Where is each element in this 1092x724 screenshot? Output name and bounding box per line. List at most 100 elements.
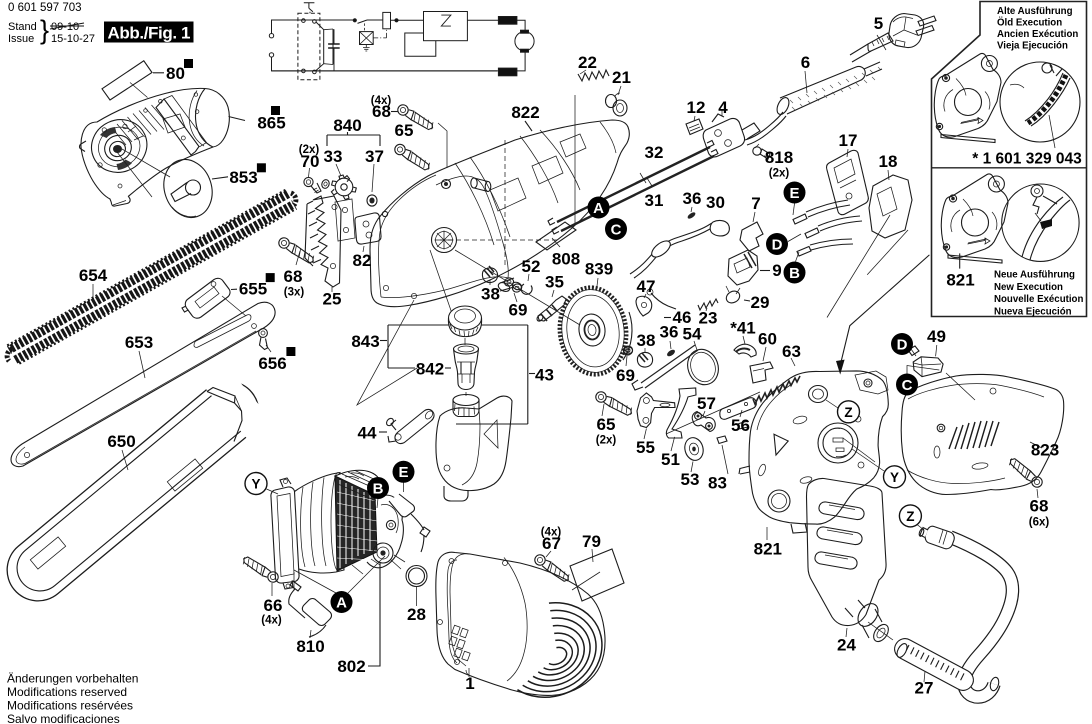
svg-text:(4x): (4x)	[541, 527, 562, 539]
svg-text:18: 18	[879, 152, 898, 171]
svg-text:67: 67	[542, 534, 561, 553]
svg-text:Issue: Issue	[8, 33, 34, 45]
svg-text:49: 49	[927, 327, 946, 346]
svg-text:A: A	[336, 594, 347, 611]
svg-text:17: 17	[839, 131, 858, 150]
svg-text:68: 68	[1030, 497, 1049, 516]
svg-text:656: 656	[258, 354, 286, 373]
svg-text:63: 63	[782, 342, 801, 361]
svg-text:12: 12	[687, 98, 706, 117]
svg-text:46: 46	[673, 308, 692, 327]
svg-text:(3x): (3x)	[284, 287, 305, 299]
svg-text:21: 21	[612, 68, 631, 87]
svg-text:23: 23	[699, 309, 718, 328]
svg-text:Alte Ausführung: Alte Ausführung	[997, 6, 1073, 17]
svg-text:(6x): (6x)	[1029, 517, 1050, 529]
svg-text:70: 70	[301, 152, 320, 171]
svg-text:52: 52	[522, 257, 541, 276]
svg-text:79: 79	[582, 532, 601, 551]
svg-text:Neue Ausführung: Neue Ausführung	[994, 270, 1075, 281]
svg-text:New Execution: New Execution	[994, 282, 1063, 293]
svg-text:B: B	[373, 480, 384, 497]
svg-text:57: 57	[697, 394, 716, 413]
svg-text:65: 65	[395, 121, 414, 140]
svg-text:55: 55	[636, 438, 655, 457]
svg-text:Ancien Exécution: Ancien Exécution	[997, 29, 1078, 40]
svg-text:35: 35	[545, 273, 564, 292]
svg-text:09-10: 09-10	[51, 21, 79, 33]
svg-text:1: 1	[465, 674, 474, 693]
svg-text:65: 65	[597, 415, 616, 434]
svg-text:4: 4	[718, 98, 728, 117]
svg-text:842: 842	[416, 360, 444, 379]
svg-text:22: 22	[578, 53, 597, 72]
svg-text:27: 27	[915, 679, 934, 698]
svg-text:15-10-27: 15-10-27	[51, 33, 95, 45]
svg-text:C: C	[611, 221, 622, 238]
svg-text:840: 840	[333, 116, 361, 135]
svg-text:E: E	[789, 185, 799, 202]
svg-text:(4x): (4x)	[371, 95, 392, 107]
svg-text:82: 82	[353, 251, 372, 270]
svg-text:43: 43	[535, 366, 554, 385]
svg-text:44: 44	[358, 424, 377, 443]
svg-text:32: 32	[645, 143, 664, 162]
svg-text:25: 25	[323, 290, 342, 309]
svg-text:821: 821	[946, 271, 974, 290]
svg-text:Abb./Fig. 1: Abb./Fig. 1	[108, 23, 190, 42]
svg-text:839: 839	[585, 260, 613, 279]
svg-text:53: 53	[681, 470, 700, 489]
svg-text:69: 69	[509, 301, 528, 320]
svg-text:823: 823	[1031, 441, 1059, 460]
svg-text:51: 51	[661, 450, 680, 469]
svg-text:60: 60	[758, 330, 777, 349]
svg-text:83: 83	[708, 474, 727, 493]
svg-text:Y: Y	[251, 477, 260, 492]
svg-text:655: 655	[239, 280, 267, 299]
svg-text:68: 68	[372, 102, 391, 121]
svg-text:Y: Y	[890, 470, 899, 485]
svg-text:Vieja Ejecución: Vieja Ejecución	[997, 41, 1068, 52]
svg-text:69: 69	[616, 366, 635, 385]
svg-text:818: 818	[765, 148, 793, 167]
svg-text:36: 36	[683, 189, 702, 208]
svg-text:Nouvelle Exécution: Nouvelle Exécution	[994, 294, 1083, 305]
svg-text:853: 853	[229, 168, 257, 187]
svg-text:A: A	[593, 200, 604, 217]
svg-text:31: 31	[645, 191, 664, 210]
svg-text:33: 33	[324, 147, 343, 166]
svg-text:(4x): (4x)	[261, 615, 282, 627]
svg-text:37: 37	[365, 147, 384, 166]
svg-text:D: D	[897, 336, 908, 353]
svg-text:E: E	[398, 464, 408, 481]
svg-text:821: 821	[754, 540, 782, 559]
svg-text:654: 654	[79, 266, 108, 285]
svg-text:653: 653	[125, 333, 153, 352]
svg-text:29: 29	[751, 293, 770, 312]
svg-text:Modifications resérvées: Modifications resérvées	[7, 699, 133, 713]
svg-text:38: 38	[637, 331, 656, 350]
svg-text:6: 6	[801, 53, 810, 72]
svg-text:C: C	[902, 377, 913, 394]
svg-text:66: 66	[264, 596, 283, 615]
svg-text:843: 843	[351, 332, 379, 351]
svg-text:Nueva Ejecución: Nueva Ejecución	[994, 306, 1072, 317]
svg-text:810: 810	[296, 637, 324, 656]
svg-text:Salvo modificaciones: Salvo modificaciones	[7, 712, 120, 724]
svg-text:24: 24	[837, 636, 856, 655]
svg-text:865: 865	[257, 114, 285, 133]
svg-text:Z: Z	[844, 405, 852, 420]
svg-text:7: 7	[751, 194, 760, 213]
svg-text:D: D	[772, 236, 783, 253]
svg-text:28: 28	[407, 605, 426, 624]
svg-text:0 601 597 703: 0 601 597 703	[8, 2, 82, 14]
svg-text:(2x): (2x)	[596, 435, 617, 447]
svg-text:* 1 601 329 043: * 1 601 329 043	[972, 151, 1082, 168]
svg-text:B: B	[789, 265, 800, 282]
svg-text:5: 5	[874, 14, 883, 33]
svg-text:68: 68	[284, 267, 303, 286]
svg-text:}: }	[40, 15, 49, 45]
svg-text:Stand: Stand	[8, 21, 37, 33]
svg-text:*41: *41	[730, 319, 756, 338]
svg-text:30: 30	[706, 193, 725, 212]
